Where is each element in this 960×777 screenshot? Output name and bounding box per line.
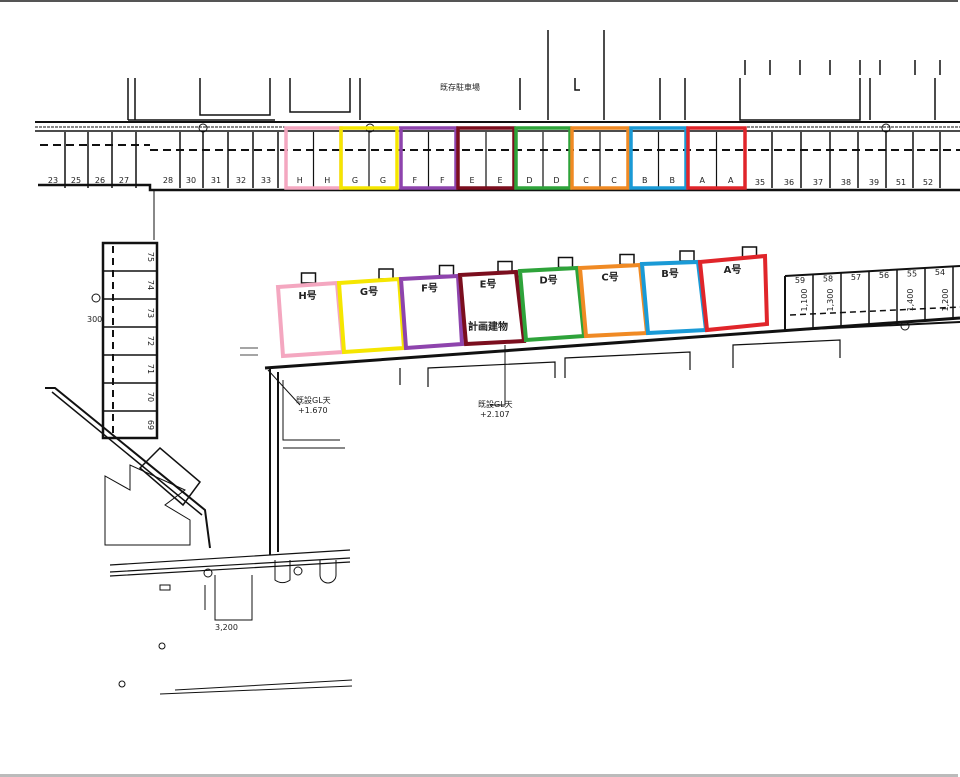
stall-number: 33 [261, 176, 271, 185]
stall-number: 72 [146, 336, 155, 346]
stall-letter: E [469, 176, 474, 185]
dim-left: 300 [87, 315, 102, 324]
building-label: B号 [661, 268, 679, 280]
site-boundary [240, 316, 960, 555]
stall-number: 54 [935, 268, 945, 277]
building-label: F号 [421, 283, 438, 295]
stall-number: 73 [146, 308, 155, 318]
top-buildings [127, 30, 941, 121]
left-parking-stalls: 75 74 73 72 71 70 69 [101, 241, 159, 440]
stall-number: 28 [163, 176, 173, 185]
planned-buildings: H号 G号 F号 E号 D号 C号 B号 A号 [275, 246, 770, 359]
stall-letter: B [642, 176, 648, 185]
stall-number: 25 [71, 176, 81, 185]
right-parking-stalls: 59 58 57 56 55 54 1,100 1,300 1,400 1,200 [784, 265, 960, 331]
unit-annex [557, 256, 574, 269]
building-h: H号 [275, 272, 346, 359]
stall-number: 70 [146, 392, 155, 402]
left-slope-structures [45, 387, 353, 695]
stall-dimension: 1,300 [826, 289, 835, 312]
building-g: G号 [336, 268, 407, 355]
unit-annex [497, 260, 513, 273]
marker-circle [91, 293, 101, 303]
stall-number: 32 [236, 176, 246, 185]
stall-letter: C [611, 176, 617, 185]
unit-annex [679, 250, 695, 262]
top-area-label: 既存駐車場 [440, 82, 480, 92]
stall-number: 36 [784, 178, 794, 187]
stall-number: 52 [923, 178, 933, 187]
stall-number: 38 [841, 178, 851, 187]
stall-number: 35 [755, 178, 765, 187]
gl-note-center-value: +2.107 [480, 410, 510, 419]
unit-annex [378, 268, 394, 280]
stall-letter: B [670, 176, 676, 185]
stall-number: 59 [795, 276, 805, 285]
unit-annex [300, 272, 317, 284]
gl-note-center-label: 既設GL天 [478, 399, 513, 409]
gl-note-left-value: +1.670 [298, 406, 328, 415]
stall-number: 74 [146, 280, 155, 290]
stall-letter: H [297, 176, 303, 185]
gl-note-left-label: 既設GL天 [296, 395, 331, 405]
building-note: 計画建物 [468, 320, 508, 333]
stall-letter: D [526, 176, 532, 185]
building-label: G号 [360, 286, 378, 298]
unit-annex [438, 264, 455, 277]
stall-letter: F [440, 176, 445, 185]
stall-number: 58 [823, 274, 833, 283]
stall-number: 37 [813, 178, 823, 187]
building-c: C号 [577, 253, 650, 339]
building-label: E号 [480, 279, 497, 291]
stall-dimension: 1,200 [941, 289, 950, 312]
stall-number: 57 [851, 273, 861, 282]
stall-dimension: 1,100 [800, 289, 809, 312]
stall-number: 71 [146, 364, 155, 374]
building-b: B号 [639, 250, 709, 336]
stall-letter: G [380, 176, 386, 185]
stall-dimension: 1,400 [906, 289, 915, 312]
stall-number: 56 [879, 271, 889, 280]
stall-letter: C [583, 176, 589, 185]
unit-annex [619, 253, 635, 266]
building-label: H号 [298, 290, 316, 302]
stall-number: 55 [907, 270, 917, 279]
stall-number: 75 [146, 252, 155, 262]
stall-number: 23 [48, 176, 58, 185]
building-label: D号 [539, 275, 557, 287]
stall-number: 26 [95, 176, 105, 185]
building-label: A号 [724, 264, 742, 276]
building-a: A号 [697, 246, 770, 333]
stall-number: 39 [869, 178, 879, 187]
stall-letter: A [700, 176, 706, 185]
building-label: C号 [601, 272, 618, 284]
stall-letter: E [497, 176, 502, 185]
stall-number: 30 [186, 176, 196, 185]
stall-number: 27 [119, 176, 129, 185]
stall-letter: F [412, 176, 417, 185]
stall-number: 31 [211, 176, 221, 185]
dim-bottom: 3,200 [215, 623, 238, 632]
top-parking-stalls: 23 25 26 27 28 30 31 32 33 35 36 37 38 39 51 52 [48, 132, 941, 188]
stall-letter: G [352, 176, 358, 185]
building-d: D号 [517, 256, 587, 343]
stall-number: 69 [146, 420, 155, 430]
stall-letter: D [553, 176, 559, 185]
building-e: E号 [457, 260, 527, 347]
building-f: F号 [398, 264, 465, 351]
stall-number: 51 [896, 178, 906, 187]
stall-letter: H [324, 176, 330, 185]
stall-letter: A [728, 176, 734, 185]
